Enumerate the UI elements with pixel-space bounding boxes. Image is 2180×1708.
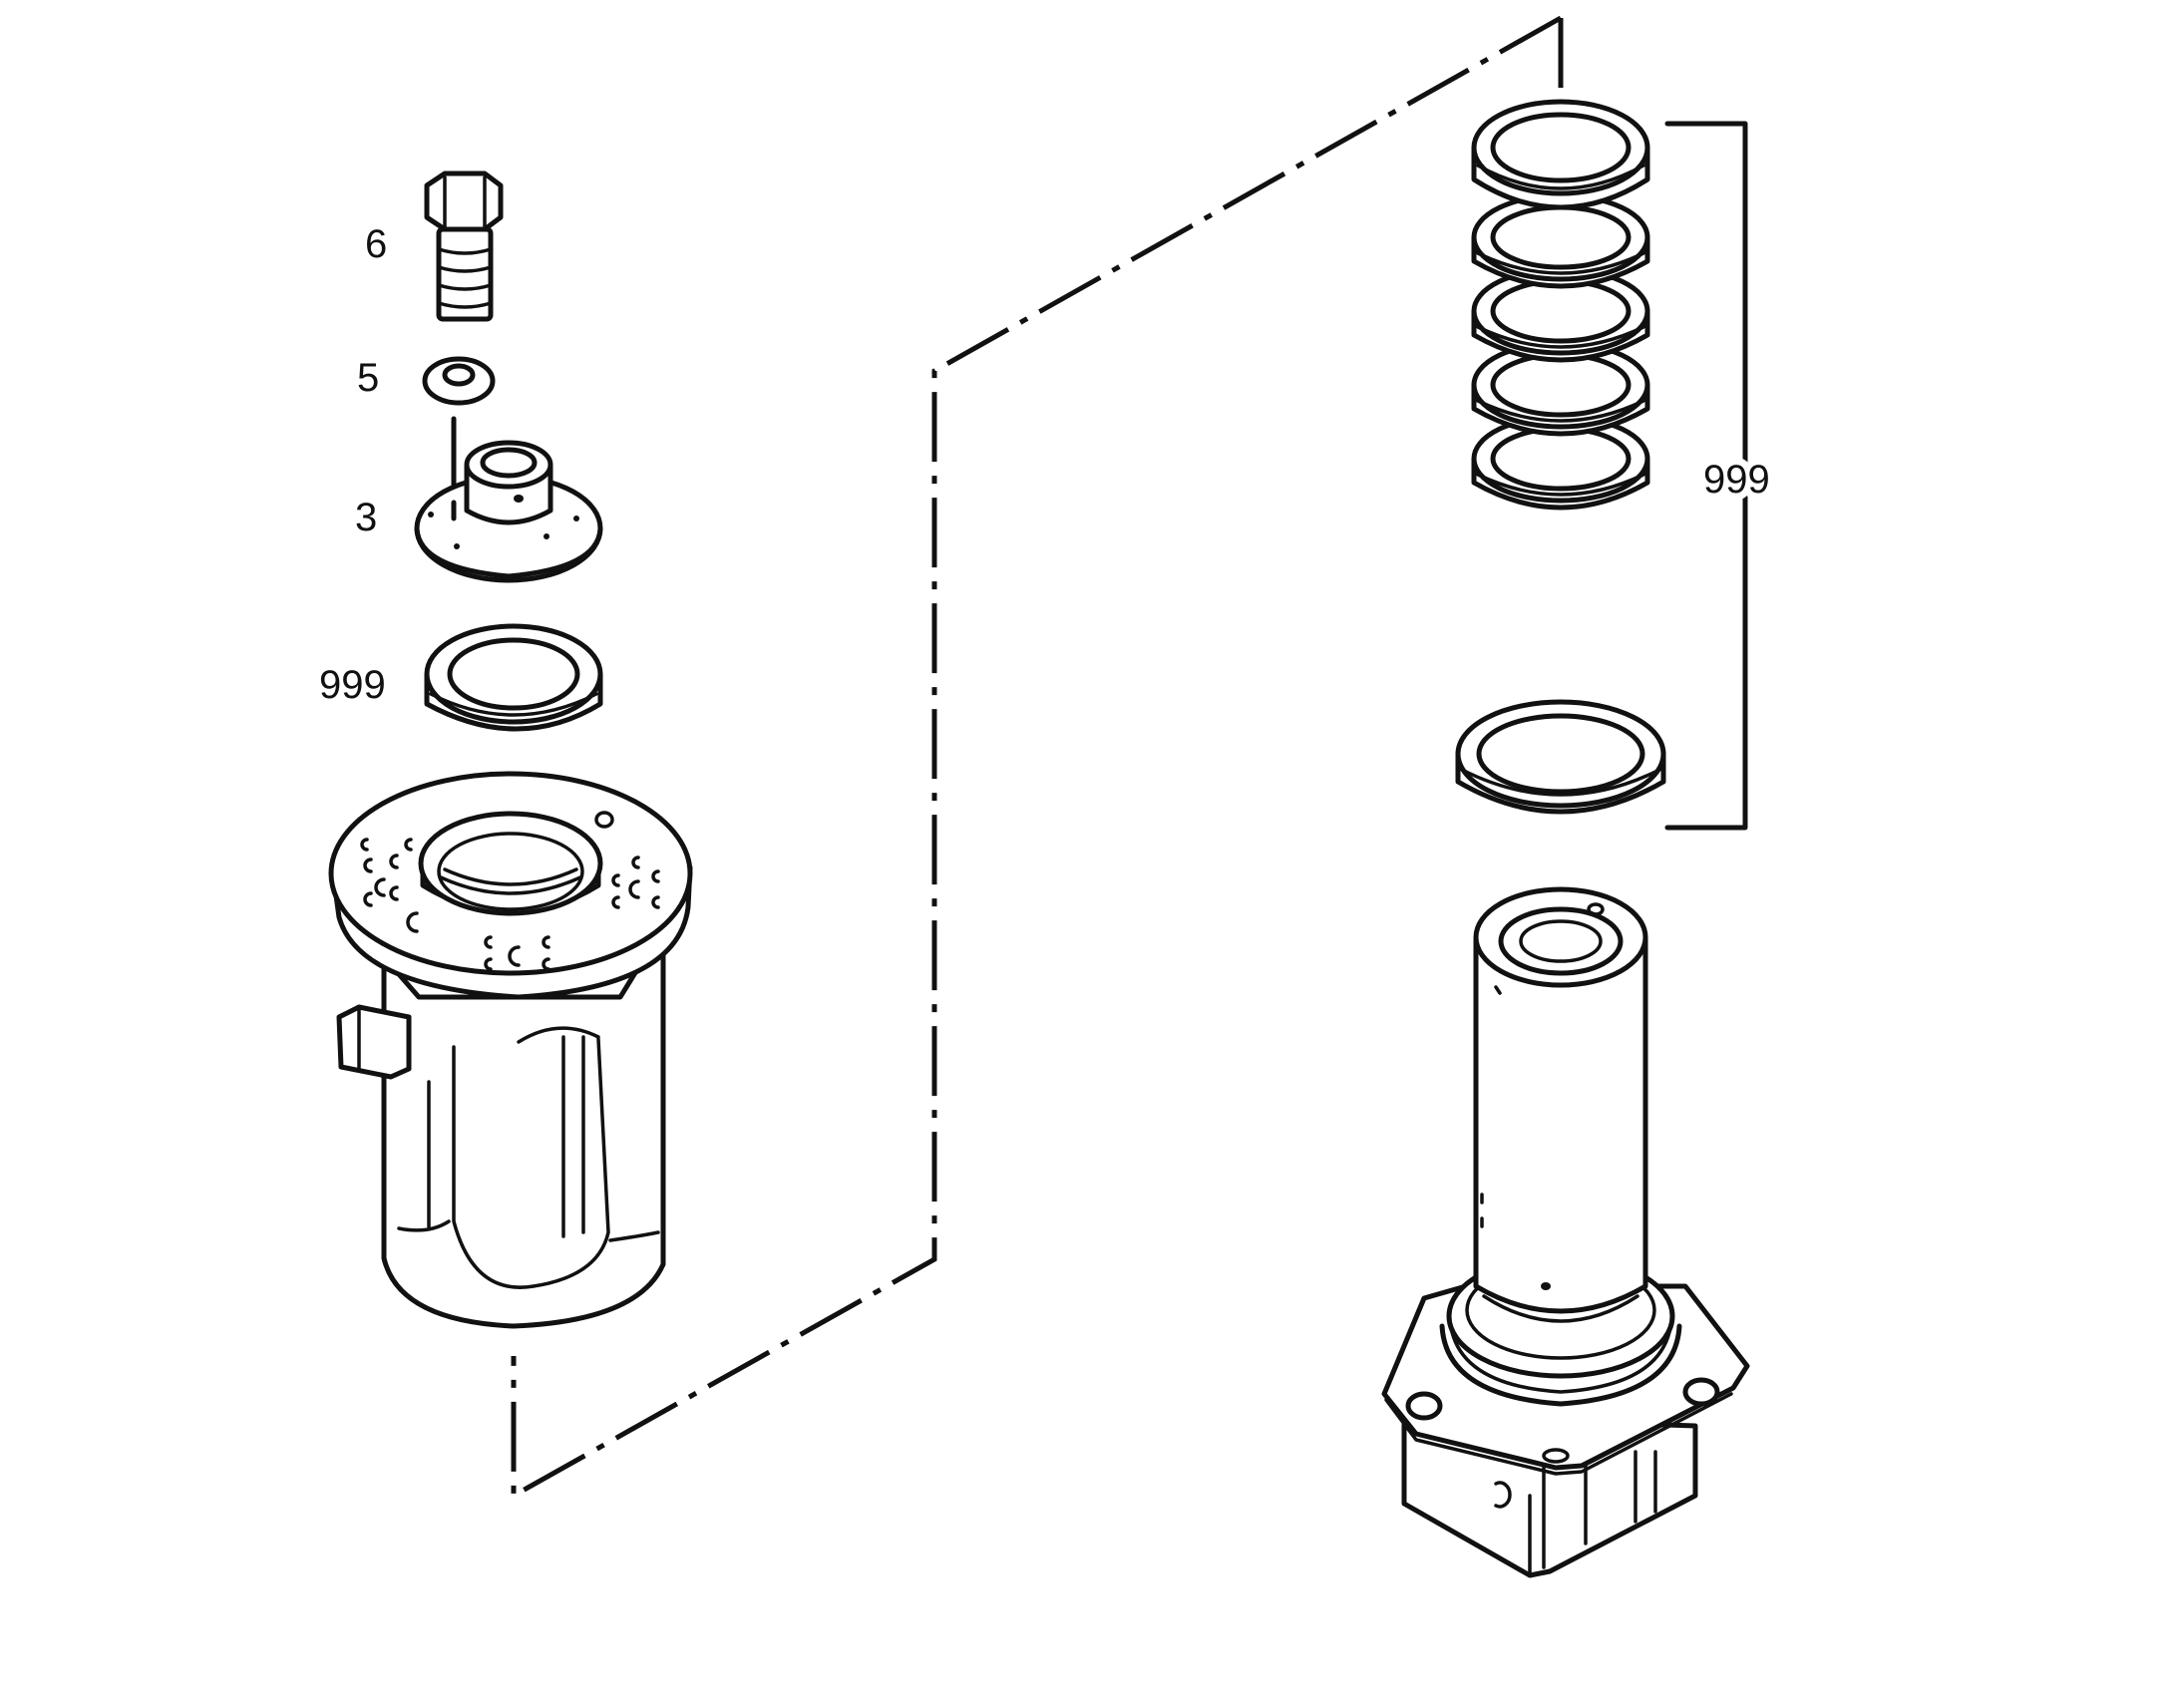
label-cap: 3 <box>355 496 377 539</box>
part-housing <box>328 771 693 1329</box>
part-seal-stack-right <box>1455 99 1748 831</box>
seal-ring-single <box>1455 699 1666 815</box>
seal-ring-stack-5 <box>1471 414 1650 511</box>
kit-bracket <box>1664 121 1748 831</box>
seal-ring-stack-2 <box>1471 192 1650 289</box>
label-seal-left: 999 <box>319 663 386 707</box>
label-bolt: 6 <box>365 222 387 266</box>
part-cap <box>414 440 603 583</box>
label-seal-kit-right: 999 <box>1703 458 1770 502</box>
part-seal-ring-left <box>424 623 603 732</box>
part-bolt <box>424 171 504 322</box>
label-washer: 5 <box>357 356 379 400</box>
seal-ring-stack-3 <box>1471 266 1650 363</box>
seal-ring-stack-1 <box>1471 99 1650 210</box>
flange-mark-group <box>360 811 660 971</box>
part-shaft-base <box>1381 886 1750 1578</box>
seal-ring-stack-4 <box>1471 340 1650 437</box>
assembly-guide-line <box>511 15 1564 1501</box>
